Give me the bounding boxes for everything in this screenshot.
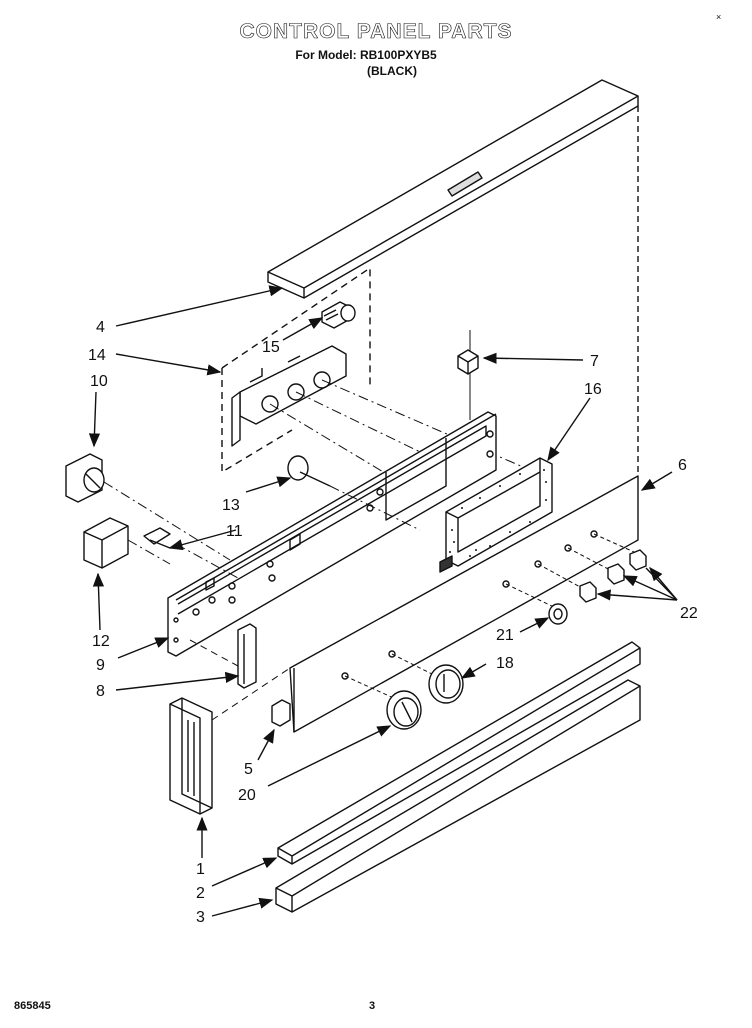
callout-21: 21 [496, 627, 514, 644]
panel-overlay-6 [289, 475, 639, 733]
callout-7: 7 [590, 353, 599, 370]
knob-22-c [579, 581, 597, 603]
switch-bracket-14 [231, 345, 347, 447]
callout-9: 9 [96, 657, 105, 674]
knob-21 [548, 603, 568, 625]
callout-4: 4 [96, 319, 105, 336]
callout-18: 18 [496, 655, 514, 672]
page-number: 3 [369, 1000, 376, 1012]
callout-2: 2 [196, 885, 205, 902]
knob-18 [428, 664, 464, 704]
end-cap-1 [169, 667, 291, 815]
callout-11: 11 [226, 523, 243, 540]
clip-5 [271, 699, 291, 727]
bracket-8 [189, 623, 257, 689]
corner-mark: × [716, 12, 722, 22]
callout-16: 16 [584, 381, 602, 398]
doc-code: 865845 [14, 1000, 51, 1012]
callout-13: 13 [222, 497, 240, 514]
relay-12 [83, 517, 171, 569]
lower-trim-2 [277, 641, 641, 865]
callout-14: 14 [88, 347, 106, 364]
callout-22: 22 [680, 605, 698, 622]
callout-5: 5 [244, 761, 253, 778]
callout-3: 3 [196, 909, 205, 926]
knob-20 [386, 690, 422, 730]
color-line: (BLACK) [367, 64, 417, 78]
lower-trim-3 [275, 679, 641, 913]
clip-7 [457, 349, 479, 375]
callout-15: 15 [262, 339, 280, 356]
thermostat-13 [287, 455, 421, 531]
callout-12: 12 [92, 633, 110, 650]
knob-22-a [629, 549, 647, 571]
callout-10: 10 [90, 373, 108, 390]
callout-20: 20 [238, 787, 256, 804]
switch-15 [321, 301, 356, 329]
callout-8: 8 [96, 683, 105, 700]
top-cover-trim [267, 79, 639, 299]
switch-10 [65, 453, 231, 561]
control-panel-9 [167, 411, 497, 657]
callout-6: 6 [678, 457, 687, 474]
callout-1: 1 [196, 861, 205, 878]
knob-22-b [607, 563, 625, 585]
model-line: For Model: RB100PXYB5 [295, 48, 437, 62]
page-title: CONTROL PANEL PARTS [239, 20, 513, 44]
frame-16 [439, 457, 553, 573]
